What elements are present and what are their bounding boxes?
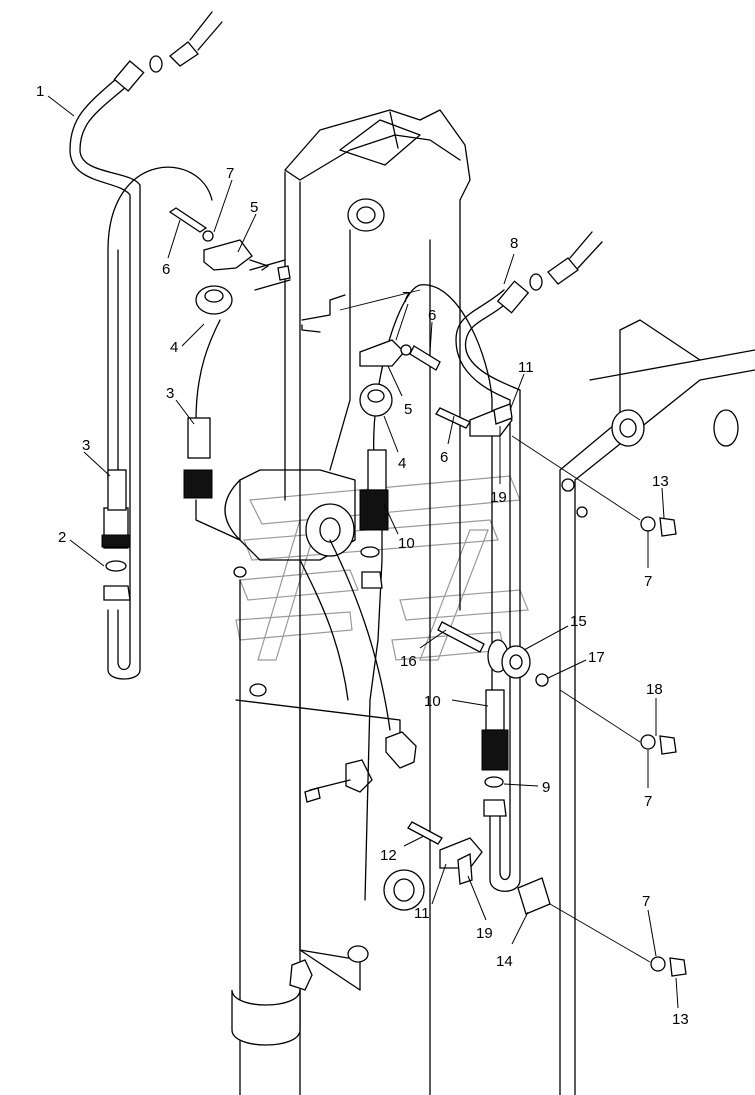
callout-13: 13 (672, 1011, 689, 1028)
callout-5: 5 (404, 401, 412, 418)
callout-6: 6 (162, 261, 170, 278)
callout-11: 11 (518, 359, 534, 376)
boom-structure (559, 319, 755, 1095)
callout-7: 7 (226, 165, 234, 182)
callout-10: 10 (424, 693, 441, 710)
callout-16: 16 (400, 653, 417, 670)
callout-19: 19 (476, 925, 493, 942)
callout-2: 2 (58, 529, 66, 546)
arm-structure (224, 109, 471, 1095)
callout-11: 11 (414, 905, 430, 922)
callout-7: 7 (644, 573, 652, 590)
callout-7: 7 (642, 893, 650, 910)
callout-14: 14 (496, 953, 513, 970)
callout-12: 12 (380, 847, 397, 864)
callout-19: 19 (490, 489, 507, 506)
callout-6: 6 (440, 449, 448, 466)
callout-15: 15 (570, 613, 587, 630)
callout-17: 17 (588, 649, 605, 666)
callout-9: 9 (542, 779, 550, 796)
callout-5: 5 (250, 199, 258, 216)
right-hose-assembly (339, 231, 687, 977)
leader-lines (47, 95, 679, 1009)
callout-3: 3 (166, 385, 174, 402)
callout-8: 8 (510, 235, 518, 252)
callout-1: 1 (36, 83, 44, 100)
callout-18: 18 (646, 681, 663, 698)
left-hose-assembly (69, 11, 291, 680)
callout-7: 7 (644, 793, 652, 810)
callout-labels: 1 2 3 3 4 5 6 7 7 6 5 4 8 11 6 19 13 7 1… (36, 83, 689, 1028)
callout-4: 4 (170, 339, 178, 356)
callout-7: 7 (402, 289, 410, 306)
callout-10: 10 (398, 535, 415, 552)
callout-13: 13 (652, 473, 669, 490)
callout-4: 4 (398, 455, 406, 472)
callout-6: 6 (428, 307, 436, 324)
callout-3: 3 (82, 437, 90, 454)
